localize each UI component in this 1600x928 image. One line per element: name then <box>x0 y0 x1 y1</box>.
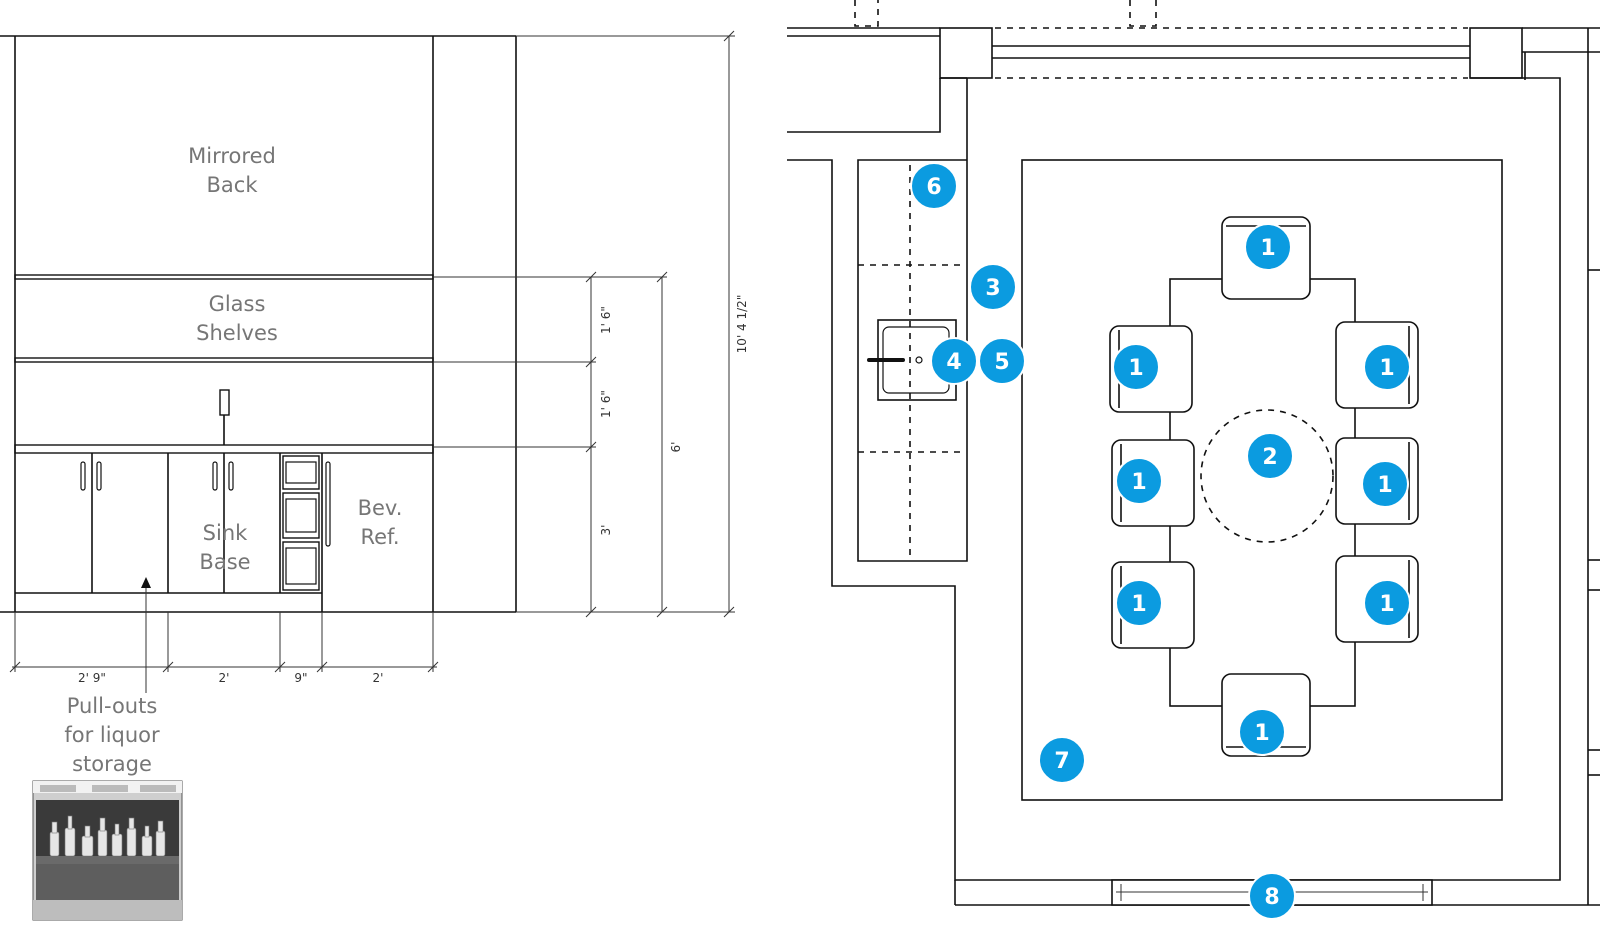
pullout-drawer-inner <box>285 461 317 484</box>
pullouts-label-line2: for liquor <box>64 723 160 747</box>
pullouts-label-line3: storage <box>72 752 152 776</box>
pullouts-label-line1: Pull-outs <box>67 694 158 718</box>
badge-5: 5 <box>978 337 1026 385</box>
svg-text:1: 1 <box>1131 592 1146 617</box>
badge-chair-left-1: 1 <box>1112 343 1160 391</box>
dining-table <box>1169 278 1356 707</box>
handle-icon <box>80 461 86 491</box>
width-dim-4: 2' <box>373 671 384 685</box>
centerpiece-outline <box>1200 409 1334 543</box>
badge-centerpiece: 2 <box>1246 432 1294 480</box>
svg-text:1: 1 <box>1260 236 1275 261</box>
upper-shelf-dim: 1' 6" <box>599 306 613 334</box>
callout-arrow-icon <box>141 577 151 588</box>
svg-text:1: 1 <box>1379 356 1394 381</box>
svg-text:1: 1 <box>1377 473 1392 498</box>
badge-7: 7 <box>1038 736 1086 784</box>
width-dimensions <box>9 612 439 673</box>
wall-column-right <box>1469 27 1523 79</box>
bar-elevation: Mirrored Back Glass Shelves Sink Base Be… <box>0 30 749 921</box>
handle-icon <box>228 461 234 491</box>
total-height-dim: 10' 4 1/2" <box>735 295 749 354</box>
area-rug <box>1021 159 1503 801</box>
badge-6: 6 <box>910 162 958 210</box>
svg-text:4: 4 <box>946 350 961 375</box>
pullout-drawer-inner <box>285 547 317 585</box>
six-foot-dim: 6' <box>669 442 683 453</box>
mirrored-back-label-line2: Back <box>207 173 259 197</box>
sink-base-label-line2: Base <box>199 550 250 574</box>
badge-chair-right-1: 1 <box>1363 343 1411 391</box>
left-wall-upper <box>787 78 941 133</box>
mirrored-back-label-line1: Mirrored <box>188 144 276 168</box>
svg-text:7: 7 <box>1054 749 1069 774</box>
svg-text:1: 1 <box>1131 470 1146 495</box>
width-dim-2: 2' <box>219 671 230 685</box>
upper-glass-shelf <box>14 274 434 280</box>
svg-text:2: 2 <box>1262 445 1277 470</box>
badge-3: 3 <box>969 263 1017 311</box>
width-dim-3: 9" <box>294 671 307 685</box>
lower-shelf-dim: 1' 6" <box>599 390 613 418</box>
glass-shelves-label-line1: Glass <box>209 292 266 316</box>
svg-text:1: 1 <box>1379 592 1394 617</box>
badge-chair-right-3: 1 <box>1363 579 1411 627</box>
svg-text:1: 1 <box>1254 721 1269 746</box>
fridge-handle-icon <box>325 461 331 547</box>
wall-column-left <box>939 27 993 79</box>
lower-glass-shelf <box>14 357 434 363</box>
badge-chair-left-2: 1 <box>1115 457 1163 505</box>
bar-alcove-wall <box>857 78 968 562</box>
faucet-icon <box>219 389 230 416</box>
svg-text:6: 6 <box>926 175 941 200</box>
overhead-dashed-box <box>854 0 879 27</box>
sink-base-label-line1: Sink <box>203 521 248 545</box>
svg-text:3: 3 <box>985 276 1000 301</box>
width-dim-1: 2' 9" <box>78 671 106 685</box>
badge-chair-right-2: 1 <box>1361 460 1409 508</box>
dining-floor-plan: 1 1 1 1 1 1 1 1 2 3 4 5 6 7 8 <box>787 0 1600 920</box>
base-height-dim: 3' <box>599 525 613 536</box>
badge-4: 4 <box>930 337 978 385</box>
bev-ref-label-line1: Bev. <box>358 496 403 520</box>
svg-text:8: 8 <box>1264 885 1279 910</box>
pullout-drawer <box>282 455 320 490</box>
badge-chair-left-3: 1 <box>1115 579 1163 627</box>
liquor-pullout-photo <box>32 780 183 921</box>
handle-icon <box>212 461 218 491</box>
glass-shelves-label-line2: Shelves <box>196 321 278 345</box>
height-dimensions <box>433 30 735 618</box>
pullout-drawer <box>282 492 320 539</box>
badge-chair-bottom: 1 <box>1238 708 1286 756</box>
svg-text:1: 1 <box>1128 356 1143 381</box>
badge-8: 8 <box>1248 872 1296 920</box>
room-inner-wall <box>787 77 1561 881</box>
countertop <box>14 444 434 454</box>
badge-chair-top: 1 <box>1244 223 1292 271</box>
svg-text:5: 5 <box>994 350 1009 375</box>
pullout-drawer <box>282 541 320 591</box>
bev-ref-label-line2: Ref. <box>360 525 399 549</box>
pullout-drawer-inner <box>285 498 317 533</box>
handle-icon <box>96 461 102 491</box>
